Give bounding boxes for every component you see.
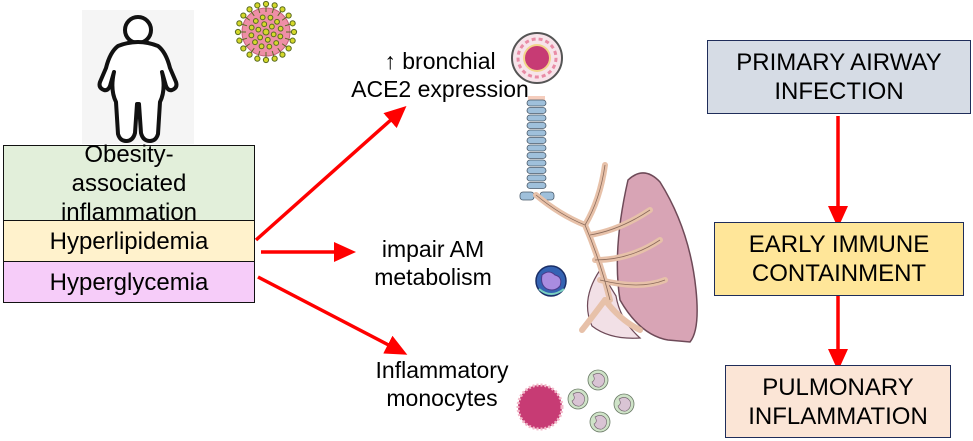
virus-spike-tip [236, 20, 243, 27]
trachea-ring [526, 152, 547, 159]
lung-airway-icon [519, 96, 698, 343]
condition-hyperlipidemia: Hyperlipidemia [4, 221, 254, 262]
conditions-stack: Obesity-associated inflammation Hyperlip… [3, 141, 255, 303]
trachea-ring [526, 167, 547, 174]
effect-line: Inflammatory [375, 357, 509, 383]
virus-surface-dot [273, 40, 280, 46]
condition-obesity-inflammation: Obesity-associated inflammation [4, 141, 254, 226]
flow-box-pulmonary-inflammation: PULMONARY INFLAMMATION [725, 365, 951, 438]
virus-surface-dot [248, 32, 255, 39]
virus-spike-tip [246, 51, 253, 58]
virus-spike-tip [289, 20, 296, 27]
virus-surface-dot [267, 14, 274, 21]
virus-spike-tip [234, 28, 242, 36]
trachea-ring [526, 114, 547, 122]
virus-spike-tip [271, 2, 278, 9]
effect-line: impair AM [381, 236, 485, 262]
trachea-ring [526, 107, 547, 114]
effect-line: ACE2 expression [351, 76, 529, 102]
condition-label: Hyperglycemia [49, 268, 209, 296]
trachea-ring [526, 159, 547, 167]
monocyte-cell [613, 393, 635, 415]
bronchus-cross-section-icon [511, 32, 563, 84]
virus-surface-dot [264, 36, 271, 43]
virus-spike-tip [262, 56, 270, 64]
virus-spike-tip [236, 37, 243, 44]
virus-spike-tip [246, 6, 253, 13]
flow-line: PRIMARY AIRWAY [736, 49, 942, 76]
virus-spike-tip [254, 2, 261, 9]
monocytes-icon [516, 369, 635, 433]
virus-spike-tip [254, 55, 261, 62]
trachea-ring [526, 122, 547, 129]
virus-surface-dot [259, 14, 266, 21]
virus-spike-tip [279, 6, 286, 13]
effect-line: monocytes [386, 385, 498, 411]
obese-person-icon [97, 15, 179, 143]
virus-spike-tip [289, 37, 296, 44]
flow-box-early-immune-containment: EARLY IMMUNE CONTAINMENT [714, 222, 964, 296]
virus-spike-tip [262, 0, 270, 8]
bronchus-ring [519, 191, 535, 201]
virus-surface-dot [262, 28, 270, 36]
effect-ace2-label: ↑ bronchial ACE2 expression [340, 47, 540, 103]
trachea-ring [526, 99, 547, 107]
arrow-to-ace2 [254, 106, 407, 242]
condition-label: Obesity-associated inflammation [60, 140, 198, 226]
trachea-ring [526, 182, 547, 189]
flow-line: PULMONARY [762, 373, 914, 401]
condition-label: Hyperlipidemia [49, 227, 209, 255]
arrow-to-monocytes [257, 275, 408, 355]
effect-line: metabolism [374, 264, 492, 290]
virus-surface-dot [252, 39, 258, 46]
flow-line: INFECTION [774, 78, 904, 105]
virus-spike-tip [285, 12, 292, 19]
virus-surface-dot [266, 43, 273, 50]
virus-surface-dot [274, 18, 280, 25]
virus-surface-dot [270, 31, 277, 38]
trachea-ring [526, 129, 547, 137]
condition-hyperglycemia: Hyperglycemia [4, 262, 254, 302]
virus-surface-dot [277, 33, 284, 40]
flow-box-primary-airway-infection: PRIMARY AIRWAY INFECTION [707, 40, 971, 114]
monocyte-cell [589, 411, 611, 433]
virus-surface-dot [248, 24, 255, 31]
effect-monocytes-label: Inflammatory monocytes [362, 356, 522, 412]
virus-spike-tip [285, 45, 292, 52]
virus-surface-dot [257, 34, 264, 41]
effect-am-metabolism-label: impair AM metabolism [352, 235, 514, 291]
flow-line: INFLAMMATION [748, 402, 928, 430]
effect-line: ↑ bronchial [384, 48, 496, 74]
trachea-ring [526, 144, 547, 152]
virus-surface-dot [252, 18, 259, 24]
virus-spike-tip [279, 51, 286, 58]
monocyte-cell [587, 369, 609, 391]
monocyte-cell [567, 388, 589, 410]
alveolar-macrophage-icon [535, 265, 567, 297]
flow-line: CONTAINMENT [751, 260, 927, 287]
virus-surface-dot [268, 23, 275, 30]
virus-surface-dot [255, 26, 262, 33]
virus-surface-dot [261, 21, 268, 28]
virus-spike-tip [240, 45, 247, 52]
flow-line: EARLY IMMUNE [748, 231, 930, 258]
virus-spike-tip [290, 28, 298, 36]
virus-spike-tip [271, 55, 278, 62]
virus-spike-tip [240, 12, 247, 19]
trachea-ring [526, 137, 547, 144]
coronavirus-icon [234, 0, 298, 64]
trachea-ring [526, 174, 547, 182]
virus-surface-dot [258, 43, 265, 50]
virus-surface-dot [277, 25, 284, 32]
